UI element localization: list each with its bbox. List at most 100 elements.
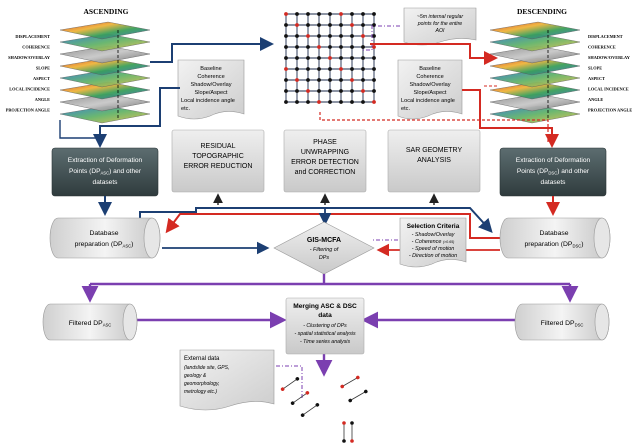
descending-stack: DESCENDING DISPLACEMENTCOHERENCESHADOW/O… xyxy=(489,7,632,124)
grid-point xyxy=(317,45,321,49)
grid-point xyxy=(328,23,332,27)
descending-layer-label-5: ASPECT xyxy=(588,76,605,81)
regular-point-grid xyxy=(284,12,376,104)
grid-point xyxy=(339,56,343,60)
descending-layer-label-4: SLOPE xyxy=(588,66,602,71)
grid-point xyxy=(361,23,365,27)
extraction-left-line-1: Extraction of Deformation xyxy=(68,157,143,164)
grid-point xyxy=(339,89,343,93)
filtered-right-label: Filtered DPDSC xyxy=(541,320,584,328)
grid-point xyxy=(350,67,354,71)
param-left-1: Baseline xyxy=(200,66,221,72)
grid-point xyxy=(361,89,365,93)
grid-point xyxy=(306,12,310,16)
sar-geometry-box: SAR GEOMETRY ANALYSIS xyxy=(387,129,481,193)
database-right: Database preparation (DPDSC) xyxy=(499,217,611,259)
grid-point xyxy=(361,56,365,60)
grid-point xyxy=(306,67,310,71)
criteria-item-1: - Shadow/Overlay xyxy=(412,232,455,238)
grid-point xyxy=(350,45,354,49)
extraction-left-line-2: Points (DPASC) and other xyxy=(69,168,142,176)
extraction-right-line-2: Points (DPDSC) and other xyxy=(517,168,590,176)
ascending-layer-label-1: DISPLACEMENT xyxy=(15,34,50,39)
grid-point xyxy=(306,89,310,93)
grid-point xyxy=(295,45,299,49)
param-right-2: Coherence xyxy=(416,74,443,80)
grid-point xyxy=(284,45,288,49)
grid-point xyxy=(295,89,299,93)
param-right-5: Local incidence angle xyxy=(401,98,455,104)
ascending-title: ASCENDING xyxy=(83,7,128,16)
grid-point xyxy=(339,67,343,71)
ascending-layer-label-5: ASPECT xyxy=(33,76,50,81)
grid-point xyxy=(372,67,376,71)
database-left: Database preparation (DPASC) xyxy=(49,217,161,259)
point-cluster-7 xyxy=(350,421,354,443)
extraction-box-right: Extraction of Deformation Points (DPDSC)… xyxy=(499,147,607,197)
external-line-2: (landslide site, GPS, xyxy=(184,365,229,371)
ascending-layer-label-3: SHADOW/OVERLAY xyxy=(8,55,51,60)
param-left-4: Slope/Aspect xyxy=(195,90,228,96)
grid-point xyxy=(317,56,321,60)
extraction-right-line-1: Extraction of Deformation xyxy=(516,157,591,164)
grid-point xyxy=(339,100,343,104)
grid-point xyxy=(317,34,321,38)
grid-note-connector xyxy=(362,25,400,51)
grid-point xyxy=(350,100,354,104)
phase-line-4: and CORRECTION xyxy=(295,169,356,176)
gis-line-3: DPs xyxy=(319,255,329,261)
point-cluster-6 xyxy=(342,421,346,443)
param-list-left: Baseline Coherence Shadow/Overlay Slope/… xyxy=(177,59,245,120)
grid-point xyxy=(284,100,288,104)
grid-point xyxy=(317,12,321,16)
grid-point xyxy=(306,34,310,38)
grid-point xyxy=(350,23,354,27)
merge-item-2: - spatial statistical analysis xyxy=(294,331,356,337)
param-right-4: Slope/Aspect xyxy=(414,90,447,96)
grid-point xyxy=(339,78,343,82)
grid-point xyxy=(284,56,288,60)
gis-title: GIS-MCFA xyxy=(307,237,341,244)
grid-point xyxy=(350,89,354,93)
grid-point xyxy=(328,56,332,60)
clustered-points xyxy=(280,375,368,443)
grid-point xyxy=(372,56,376,60)
grid-point xyxy=(295,100,299,104)
grid-point xyxy=(295,67,299,71)
criteria-item-4: - Direction of motion xyxy=(409,253,457,259)
ascending-layer-label-6: LOCAL INCIDENCE xyxy=(9,87,50,92)
external-line-4: geomorphology, xyxy=(184,381,220,387)
db-left-line-1: Database xyxy=(89,230,118,237)
param-left-6: etc. xyxy=(181,106,190,112)
sar-line-2: ANALYSIS xyxy=(417,157,451,164)
external-data: External data (landslide site, GPS, geol… xyxy=(179,349,275,411)
descending-layer-label-8: PROJECTION ANGLE xyxy=(588,108,632,113)
criteria-title: Selection Criteria xyxy=(407,223,460,230)
grid-point xyxy=(361,34,365,38)
grid-point xyxy=(372,23,376,27)
grid-point xyxy=(328,34,332,38)
grid-point xyxy=(284,78,288,82)
param-right-1: Baseline xyxy=(419,66,440,72)
grid-point xyxy=(306,45,310,49)
grid-point xyxy=(361,78,365,82)
residual-line-2: TOPOGRAPHIC xyxy=(192,153,244,160)
residual-topographic-box: RESIDUAL TOPOGRAPHIC ERROR REDUCTION xyxy=(171,129,265,193)
grid-point xyxy=(306,78,310,82)
grid-point xyxy=(317,23,321,27)
grid-point xyxy=(295,12,299,16)
grid-point xyxy=(306,100,310,104)
phase-unwrapping-box: PHASE UNWRAPPING ERROR DETECTION and COR… xyxy=(283,129,367,193)
ascending-layer-label-4: SLOPE xyxy=(36,66,50,71)
phase-line-3: ERROR DETECTION xyxy=(291,159,359,166)
grid-point xyxy=(372,89,376,93)
selection-criteria: Selection Criteria - Shadow/Overlay - Co… xyxy=(399,217,467,268)
filtered-left: Filtered DPASC xyxy=(42,303,138,341)
grid-point xyxy=(372,34,376,38)
grid-point xyxy=(361,100,365,104)
ascending-layer-label-2: COHERENCE xyxy=(22,45,50,50)
filtered-left-label: Filtered DPASC xyxy=(69,320,112,328)
db-right-line-2: preparation (DPDSC) xyxy=(524,241,583,249)
grid-point xyxy=(328,45,332,49)
grid-point xyxy=(317,78,321,82)
